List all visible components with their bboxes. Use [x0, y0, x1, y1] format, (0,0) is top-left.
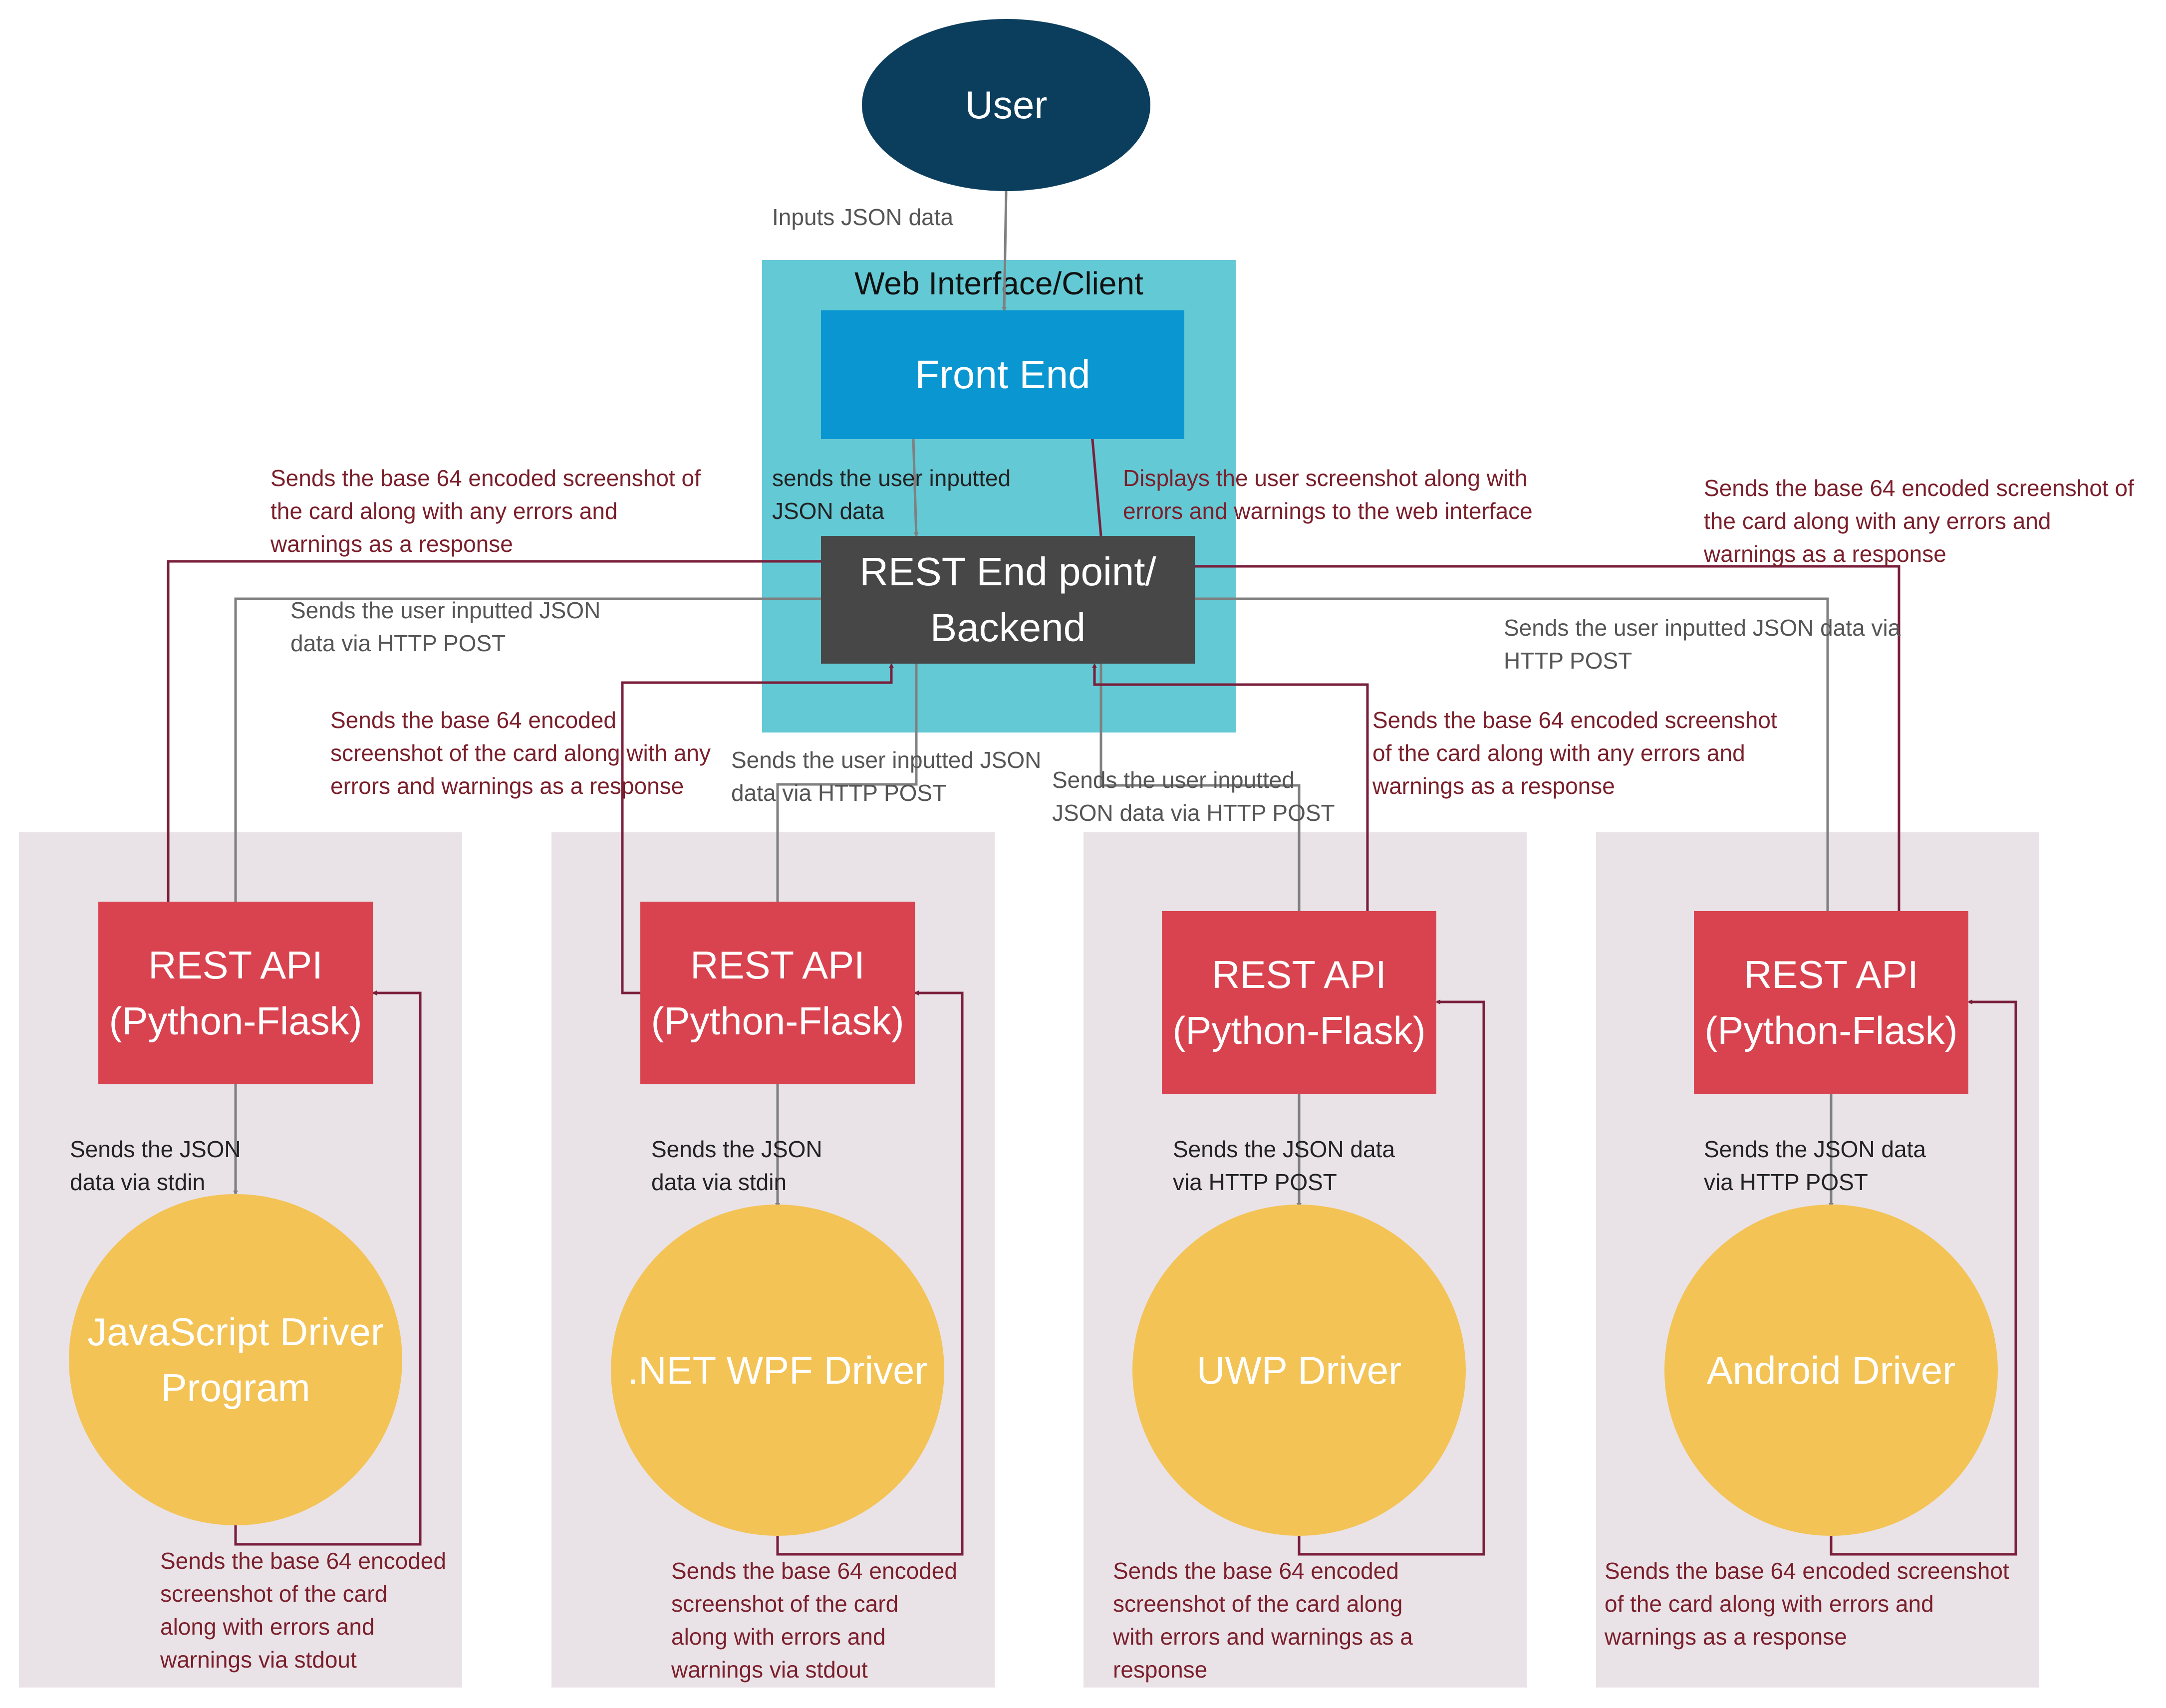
edge-backend-api1 — [234, 597, 823, 902]
edge-backend-api4 — [1194, 597, 1829, 911]
edge-backend-api3 — [1099, 664, 1301, 911]
edge-driver1-api1 — [234, 990, 422, 1546]
label-response-api3: Sends the base 64 encoded screenshot of … — [1372, 707, 1777, 799]
api-node-2: REST API (Python-Flask) — [640, 902, 915, 1084]
label-response-api4: Sends the base 64 encoded screenshot of … — [1704, 475, 2134, 567]
label-to-driver-2: Sends the JSON data via stdin — [651, 1136, 822, 1195]
edge-driver2-api2 — [776, 990, 964, 1556]
driver-node-uwp: UWP Driver — [1132, 1205, 1466, 1536]
edge-api3-backend — [1092, 663, 1369, 911]
label-from-driver-4: Sends the base 64 encoded screenshot of … — [1605, 1558, 2009, 1650]
label-request-api4: Sends the user inputted JSON data via HT… — [1504, 615, 1901, 674]
label-to-driver-3: Sends the JSON data via HTTP POST — [1173, 1136, 1395, 1195]
api-node-4: REST API (Python-Flask) — [1694, 911, 1968, 1094]
frontend-node: Front End — [821, 310, 1184, 439]
label-request-api2: Sends the user inputted JSON data via HT… — [731, 747, 1042, 806]
label-from-driver-3: Sends the base 64 encoded screenshot of … — [1113, 1558, 1413, 1683]
label-inputs-json: Inputs JSON data — [772, 204, 954, 230]
api-node-1: REST API (Python-Flask) — [98, 902, 373, 1084]
label-from-driver-1: Sends the base 64 encoded screenshot of … — [160, 1548, 446, 1673]
label-from-driver-2: Sends the base 64 encoded screenshot of … — [671, 1558, 957, 1683]
user-node: User — [862, 19, 1150, 191]
driver-node-javascript: JavaScript Driver Program — [69, 1194, 402, 1525]
label-frontend-to-backend: sends the user inputted JSON data — [772, 465, 1011, 524]
label-request-api1: Sends the user inputted JSON data via HT… — [290, 597, 601, 656]
label-response-api1: Sends the base 64 encoded screenshot of … — [271, 465, 701, 557]
edge-driver3-api3 — [1298, 999, 1485, 1556]
api-node-3: REST API (Python-Flask) — [1162, 911, 1436, 1094]
edge-api1-backend — [167, 559, 845, 902]
edge-backend-api2 — [776, 664, 918, 902]
label-response-api2: Sends the base 64 encoded screenshot of … — [330, 707, 711, 799]
edge-driver4-api4 — [1830, 999, 2017, 1556]
edge-api4-backend — [1194, 565, 1900, 911]
label-to-driver-4: Sends the JSON data via HTTP POST — [1704, 1136, 1926, 1195]
label-to-driver-1: Sends the JSON data via stdin — [70, 1136, 241, 1195]
edge-frontend-backend — [912, 439, 919, 537]
label-backend-to-frontend: Displays the user screenshot along with … — [1123, 465, 1533, 524]
web-interface-title: Web Interface/Client — [854, 265, 1143, 301]
edge-backend-frontend — [1089, 433, 1102, 536]
edge-user-frontend — [1002, 191, 1008, 312]
backend-node: REST End point/ Backend — [821, 536, 1195, 664]
driver-node-dotnet-wpf: .NET WPF Driver — [611, 1205, 944, 1536]
label-request-api3: Sends the user inputted JSON data via HT… — [1052, 767, 1335, 826]
driver-node-android: Android Driver — [1664, 1205, 1998, 1536]
edge-api2-backend — [621, 663, 894, 994]
